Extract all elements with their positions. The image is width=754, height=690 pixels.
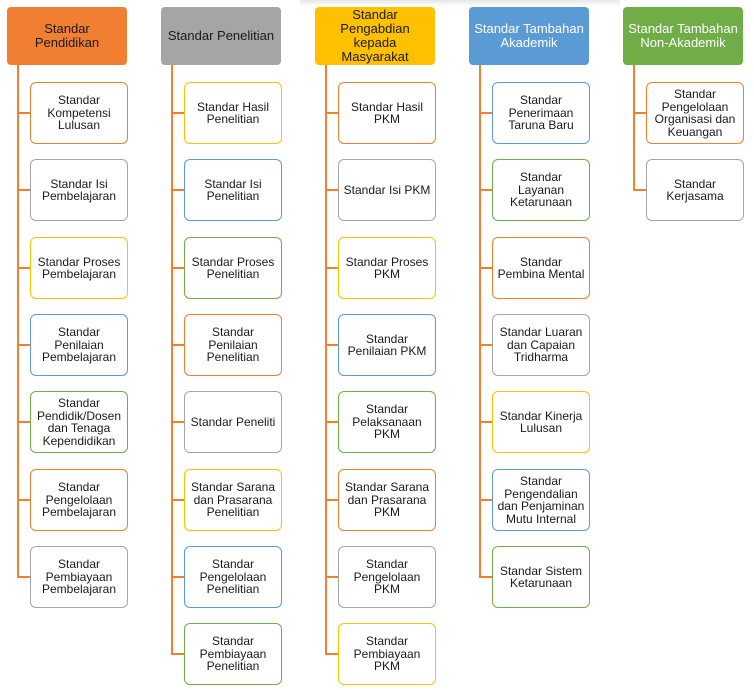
connector-branch	[171, 653, 184, 655]
column-header: Standar Tambahan Non-Akademik	[623, 7, 743, 65]
standard-item: Standar Layanan Ketarunaan	[492, 159, 590, 221]
standard-item: Standar Proses Penelitian	[184, 237, 282, 299]
standard-item: Standar Isi Pembelajaran	[30, 159, 128, 221]
standard-item: Standar Penilaian Pembelajaran	[30, 314, 128, 376]
connector-branch	[479, 267, 492, 269]
connector-branch	[171, 189, 184, 191]
connector-branch	[479, 189, 492, 191]
connector-branch	[17, 421, 30, 423]
connector-branch	[171, 576, 184, 578]
connector-stem	[171, 65, 173, 656]
connector-branch	[171, 112, 184, 114]
connector-branch	[325, 653, 338, 655]
standard-item: Standar Kerjasama	[646, 159, 744, 221]
connector-branch	[171, 421, 184, 423]
connector-branch	[17, 267, 30, 269]
standard-item: Standar Pembiayaan Pembelajaran	[30, 546, 128, 608]
column-header: Standar Pengabdian kepada Masyarakat	[315, 7, 435, 65]
standard-item: Standar Penerimaan Taruna Baru	[492, 82, 590, 144]
standard-item: Standar Pengelolaan Pembelajaran	[30, 469, 128, 531]
connector-stem	[17, 65, 19, 578]
standard-item: Standar Isi Penelitian	[184, 159, 282, 221]
standard-item: Standar Kinerja Lulusan	[492, 391, 590, 453]
standard-item: Standar Pengelolaan Penelitian	[184, 546, 282, 608]
standard-item: Standar Luaran dan Capaian Tridharma	[492, 314, 590, 376]
standard-item: Standar Pelaksanaan PKM	[338, 391, 436, 453]
standard-item: Standar Pembina Mental	[492, 237, 590, 299]
connector-branch	[17, 344, 30, 346]
connector-branch	[325, 112, 338, 114]
standard-item: Standar Sarana dan Prasarana PKM	[338, 469, 436, 531]
column-header: Standar Pendidikan	[7, 7, 127, 65]
connector-stem	[325, 65, 327, 656]
connector-branch	[479, 576, 492, 578]
standard-item: Standar Proses PKM	[338, 237, 436, 299]
standard-item: Standar Penilaian PKM	[338, 314, 436, 376]
standard-item: Standar Penilaian Penelitian	[184, 314, 282, 376]
standard-item: Standar Pendidik/Dosen dan Tenaga Kepend…	[30, 391, 128, 453]
standard-item: Standar Peneliti	[184, 391, 282, 453]
standard-item: Standar Pengendalian dan Penjaminan Mutu…	[492, 469, 590, 531]
standard-item: Standar Hasil PKM	[338, 82, 436, 144]
standard-item: Standar Proses Pembelajaran	[30, 237, 128, 299]
connector-branch	[633, 189, 646, 191]
column-header: Standar Tambahan Akademik	[469, 7, 589, 65]
column-header: Standar Penelitian	[161, 7, 281, 65]
connector-branch	[325, 576, 338, 578]
standard-item: Standar Isi PKM	[338, 159, 436, 221]
standard-item: Standar Pengelolaan Organisasi dan Keuan…	[646, 82, 744, 144]
standard-item: Standar Sarana dan Prasarana Penelitian	[184, 469, 282, 531]
connector-stem	[633, 65, 635, 192]
connector-branch	[17, 112, 30, 114]
connector-stem	[479, 65, 481, 578]
connector-branch	[171, 499, 184, 501]
standard-item: Standar Hasil Penelitian	[184, 82, 282, 144]
connector-branch	[171, 267, 184, 269]
connector-branch	[479, 112, 492, 114]
connector-branch	[325, 499, 338, 501]
connector-branch	[325, 267, 338, 269]
standard-item: Standar Pengelolaan PKM	[338, 546, 436, 608]
connector-branch	[17, 189, 30, 191]
connector-branch	[325, 344, 338, 346]
top-shadow	[300, 0, 620, 6]
connector-branch	[479, 499, 492, 501]
connector-branch	[479, 344, 492, 346]
standard-item: Standar Kompetensi Lulusan	[30, 82, 128, 144]
connector-branch	[17, 499, 30, 501]
connector-branch	[17, 576, 30, 578]
connector-branch	[171, 344, 184, 346]
standard-item: Standar Sistem Ketarunaan	[492, 546, 590, 608]
connector-branch	[325, 421, 338, 423]
connector-branch	[325, 189, 338, 191]
connector-branch	[479, 421, 492, 423]
standard-item: Standar Pembiayaan PKM	[338, 623, 436, 685]
connector-branch	[633, 112, 646, 114]
standard-item: Standar Pembiayaan Penelitian	[184, 623, 282, 685]
